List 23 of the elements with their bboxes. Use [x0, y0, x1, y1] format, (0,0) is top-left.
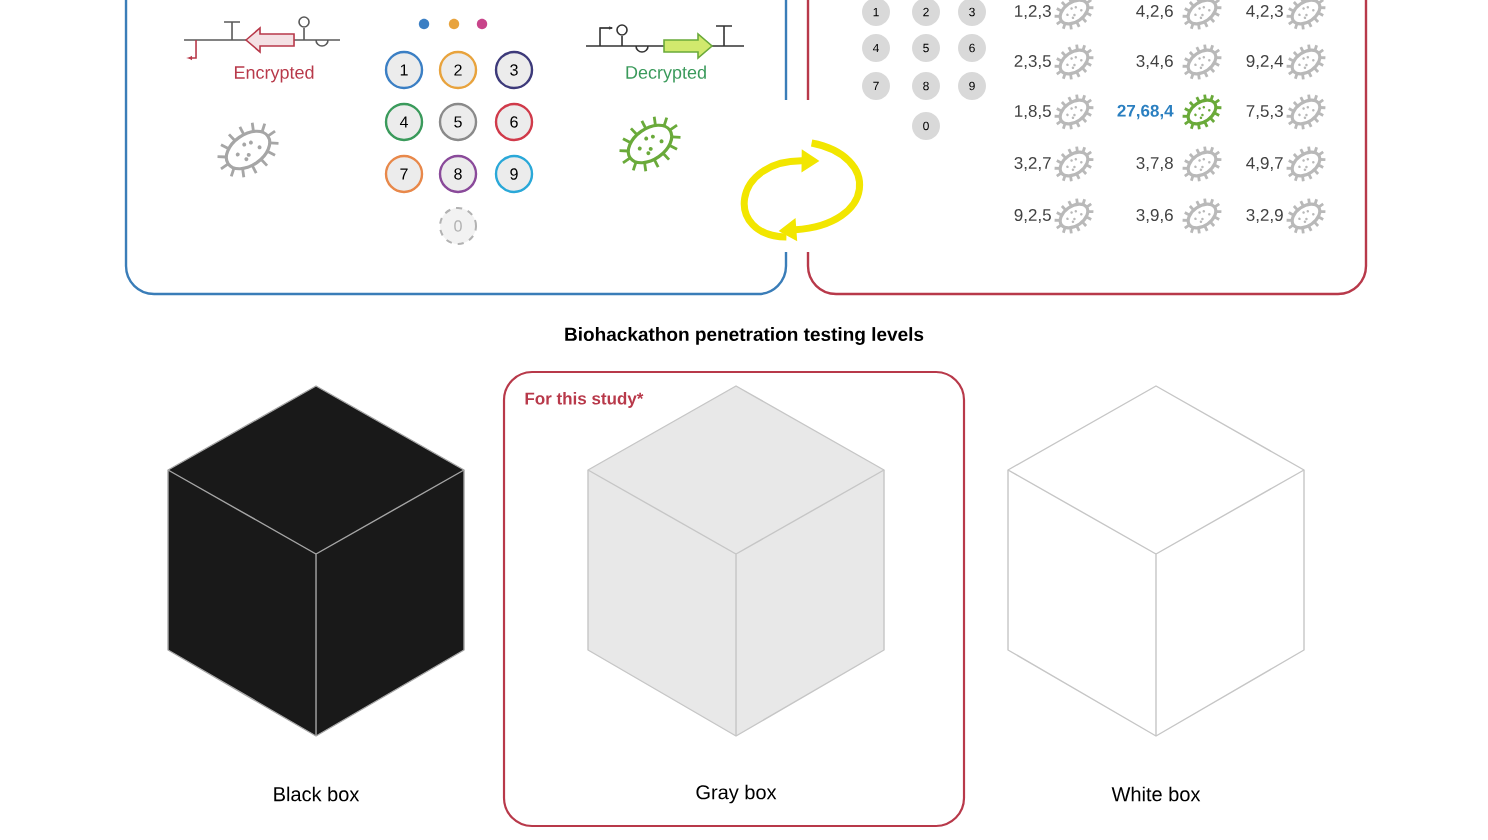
combination-text: 3,2,7 [1014, 157, 1051, 171]
combination-text: 9,2,4 [1246, 55, 1284, 69]
combination-text: 1,2,3 [1015, 5, 1051, 19]
combination-text: 9,2,5 [1014, 209, 1051, 223]
cube-label: Gray box [696, 784, 777, 804]
combination-text: 4,2,6 [1136, 5, 1173, 19]
combination-text: 3,4,6 [1136, 55, 1173, 69]
combination-text: 3,9,6 [1136, 209, 1173, 223]
combination-text: 2,3,5 [1014, 55, 1051, 69]
panel [806, 0, 1368, 296]
combination-text: 7,5,3 [1246, 105, 1283, 119]
caption-text: Decrypted [626, 65, 706, 83]
heading: Biohackathon penetration testing levels [565, 327, 924, 345]
cube-label: White box [1111, 786, 1201, 802]
caption-text: Encrypted [234, 65, 314, 83]
panel [124, 0, 788, 296]
cube-label: Black box [274, 786, 360, 802]
combination-text: 27,68,4 [1117, 104, 1174, 120]
combination-text: 4,9,7 [1246, 157, 1283, 171]
combination-text: 1,8,5 [1015, 105, 1051, 119]
combination-text: 3,7,8 [1136, 157, 1173, 171]
combination-text: 3,2,9 [1246, 209, 1283, 223]
combination-text: 4,2,3 [1246, 5, 1283, 19]
